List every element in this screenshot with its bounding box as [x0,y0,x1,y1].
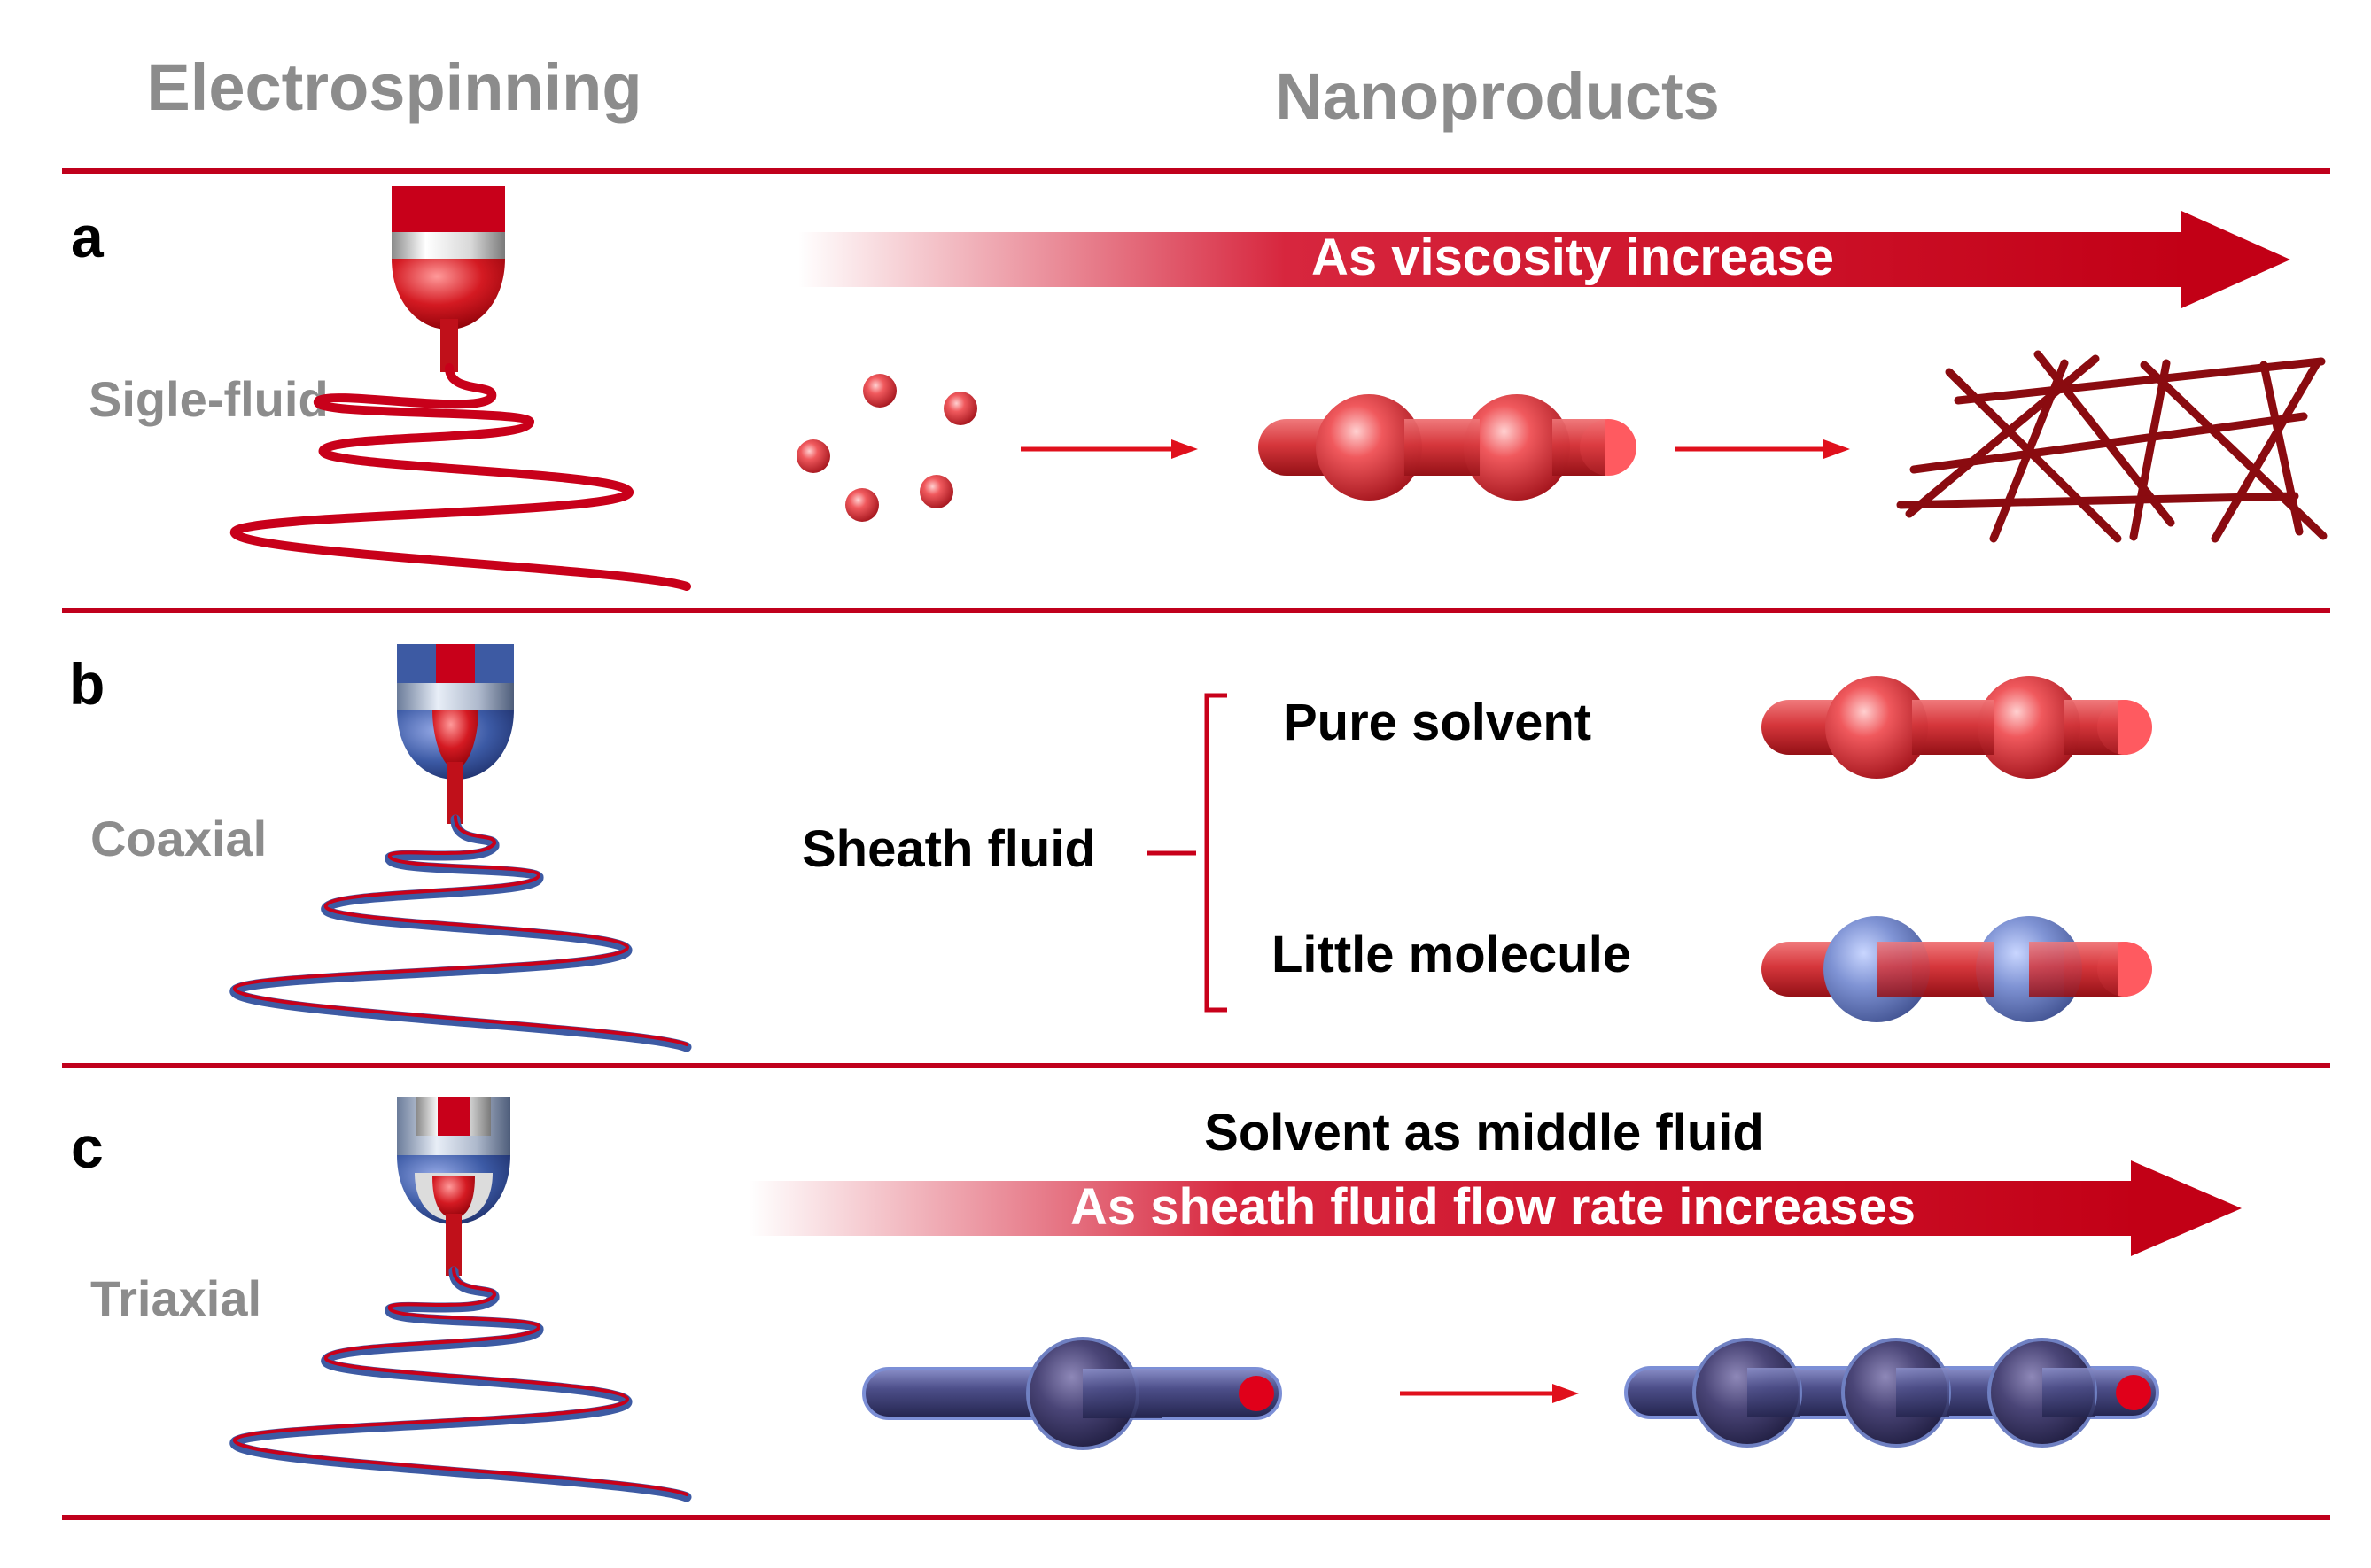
panel-b: b Coaxial Sheath fluid Pure solvent Litt… [69,644,2152,1052]
fiber-mat-icon [1896,350,2328,543]
label-triaxial: Triaxial [90,1270,261,1326]
header-nanoproducts: Nanoproducts [1275,59,1720,133]
arrow-beads-to-fibers [1675,439,1850,459]
single-nozzle-icon [392,186,505,372]
flow-rate-arrow-text: As sheath fluid flow rate increases [1070,1178,1916,1236]
brace-icon [1147,693,1227,1013]
divider-top [62,168,2330,174]
flow-rate-arrow [749,1160,2242,1256]
core-shell-fiber-three-beads-icon [1624,1338,2159,1448]
coaxial-jet-spiral-inner [232,815,688,1046]
coaxial-jet-spiral-outer [229,814,692,1052]
beaded-fiber-icon [1258,394,1636,501]
panel-c: c Triaxial Solvent as middle fluid As sh… [71,1097,2242,1502]
branch-pure-solvent: Pure solvent [1283,694,1591,751]
arrow-one-to-three-beads [1400,1384,1579,1403]
divider-bottom [62,1515,2330,1520]
panel-letter-b: b [69,651,105,717]
triaxial-nozzle-icon [397,1097,510,1276]
panel-letter-a: a [71,204,105,269]
label-coaxial: Coaxial [90,811,267,866]
nanoparticles-icon [797,374,977,522]
divider-ab [62,608,2330,613]
viscosity-arrow [797,211,2290,308]
beaded-fiber-pure-icon [1761,676,2152,779]
triaxial-jet-spiral-inner [232,1267,688,1496]
core-shell-fiber-one-bead-icon [862,1337,1282,1450]
divider-bc [62,1063,2330,1068]
single-jet-spiral [229,363,691,591]
panel-letter-c: c [71,1114,104,1180]
panel-a: a Sigle-fluid As viscosity increase [71,186,2328,591]
label-single-fluid: Sigle-fluid [89,371,329,427]
caption-middle-fluid: Solvent as middle fluid [1204,1104,1764,1161]
coaxial-nozzle-icon [397,644,514,824]
viscosity-arrow-text: As viscosity increase [1311,229,1834,286]
beaded-fiber-molecule-icon [1761,916,2152,1022]
arrow-particles-to-beads [1021,439,1198,459]
triaxial-jet-spiral-outer [229,1266,692,1502]
sheath-fluid-label: Sheath fluid [802,820,1096,878]
branch-little-molecule: Little molecule [1271,926,1631,983]
header-electrospinning: Electrospinning [146,50,641,124]
